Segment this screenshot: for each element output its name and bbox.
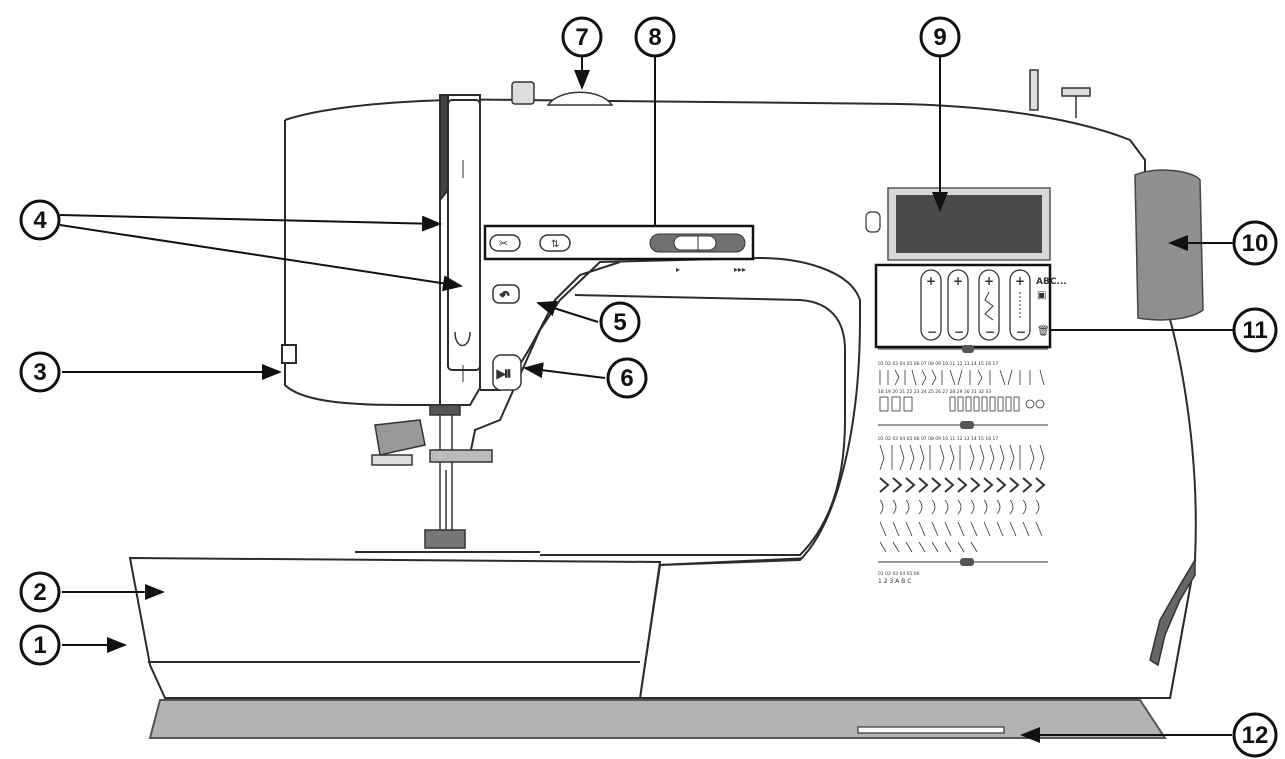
callout-10: 10: [1232, 220, 1278, 266]
extension-table: [128, 551, 662, 699]
adjust-button-2: [947, 269, 969, 341]
thread-slot: [439, 94, 449, 203]
callout-9: 9: [919, 16, 961, 58]
svg-text:6: 6: [620, 365, 633, 392]
delete-icon: 🗑: [1037, 325, 1050, 337]
svg-text:7: 7: [575, 24, 588, 51]
presser-foot-assembly: [371, 404, 493, 549]
stitch-pattern-row-1: [879, 369, 1045, 386]
callout-6: 6: [606, 357, 648, 399]
stitch-pattern-grid: [879, 444, 1046, 553]
leader-6: [523, 362, 606, 379]
thread-cutter: [281, 344, 297, 364]
font-sample-row: 1 2 3 A B C: [878, 578, 911, 585]
svg-text:4: 4: [33, 207, 47, 234]
hand-wheel: [1134, 169, 1204, 321]
svg-text:▸▸▸: ▸▸▸: [734, 265, 746, 274]
svg-text:↶: ↶: [500, 289, 509, 302]
svg-text:5: 5: [613, 309, 626, 336]
callout-8: 8: [634, 16, 676, 58]
callout-2: 2: [19, 571, 61, 613]
svg-text:−: −: [927, 325, 937, 339]
callout-7: 7: [561, 16, 603, 58]
base-plate: [148, 699, 1167, 739]
callouts: 1 2 3 4 5 6 7 8 9 10 11 12: [19, 16, 1278, 758]
adjust-button-3: [978, 269, 1000, 341]
stitch-number-row-3: 01 02 03 04 05 06 07 08 09 10 11 12 13 1…: [878, 436, 998, 442]
svg-text:3: 3: [33, 359, 46, 386]
svg-text:+: +: [1015, 274, 1025, 288]
mode-button: [865, 211, 881, 233]
leader-lines: [59, 57, 1233, 743]
spool-pin-base: [511, 81, 535, 105]
svg-text:−: −: [985, 325, 995, 339]
stitch-number-row-2: 18 19 20 21 22 23 24 25 26 27 28 29 30 3…: [878, 389, 991, 395]
leader-4b: [59, 224, 463, 292]
alphabet-label: ABC...: [1036, 277, 1067, 287]
svg-text:✂: ✂: [499, 237, 508, 250]
callout-11: 11: [1232, 307, 1278, 353]
leader-4a: [59, 214, 442, 232]
svg-text:+: +: [953, 274, 963, 288]
arm-opening: [540, 294, 846, 556]
svg-text:−: −: [1016, 325, 1026, 339]
adjust-button-1: [920, 269, 942, 341]
top-controls: [511, 69, 1091, 118]
side-vent: [1149, 557, 1196, 667]
stitch-pattern-row-2: [879, 396, 1045, 412]
needle-up-down-button: [539, 234, 571, 252]
speed-slider-knob: [673, 235, 717, 251]
svg-text:−: −: [954, 325, 964, 339]
tension-dial: [546, 91, 614, 106]
function-button-strip: ✂ ⇅ ▸ ▸▸▸: [483, 224, 755, 274]
leader-5: [536, 300, 599, 323]
head-cover: [284, 94, 481, 410]
callout-3: 3: [19, 351, 61, 393]
start-stop-button: [492, 354, 522, 391]
callout-1: 1: [19, 624, 61, 666]
svg-text:+: +: [984, 274, 994, 288]
front-buttons: ↶ ▶II: [492, 284, 522, 391]
leader-lines-plain: [654, 57, 1233, 331]
thread-cutter-button: [489, 234, 521, 252]
svg-text:1: 1: [33, 632, 46, 659]
reverse-button: [492, 284, 520, 304]
stitch-adjust-panel: + + + + − − − − ABC... ▣ 🗑: [874, 263, 1067, 349]
svg-text:▶II: ▶II: [497, 369, 511, 380]
stitch-chart: 01 02 03 04 05 06 07 08 09 10 11 12 13 1…: [878, 345, 1048, 585]
svg-text:+: +: [926, 274, 936, 288]
svg-text:11: 11: [1242, 317, 1267, 344]
callout-12: 12: [1232, 712, 1278, 758]
spool-holder: [1061, 87, 1091, 97]
callout-4: 4: [19, 199, 61, 241]
svg-text:8: 8: [648, 24, 661, 51]
svg-text:10: 10: [1242, 230, 1269, 257]
svg-text:12: 12: [1242, 722, 1269, 749]
font-number-row: 01 02 03 04 05 06: [878, 571, 920, 577]
lcd-screen: [865, 187, 1051, 261]
svg-text:⇅: ⇅: [551, 239, 559, 250]
needle-bar-channel: [447, 99, 481, 371]
svg-text:2: 2: [33, 579, 46, 606]
bobbin-winder: [1029, 69, 1039, 111]
stitch-number-row-1: 01 02 03 04 05 06 07 08 09 10 11 12 13 1…: [878, 361, 998, 367]
svg-text:9: 9: [933, 24, 946, 51]
save-icon: ▣: [1037, 290, 1046, 301]
svg-text:▸: ▸: [676, 265, 680, 274]
callout-5: 5: [599, 301, 641, 343]
upper-arm: [284, 98, 1146, 200]
accessory-slot: [857, 726, 1005, 734]
